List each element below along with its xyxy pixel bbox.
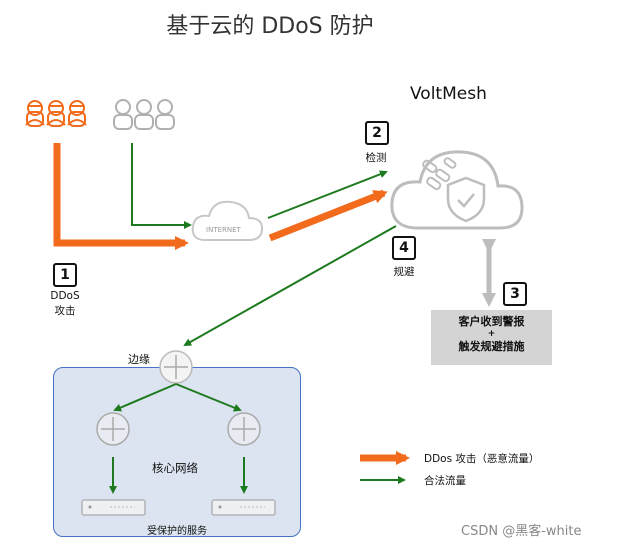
- edge-router-icon: [159, 350, 193, 384]
- edge-to-right-router: [175, 383, 242, 412]
- step-2-badge: 2: [365, 121, 389, 145]
- edge-label: 边缘: [128, 353, 150, 366]
- server-left-icon: [81, 499, 146, 516]
- alert-line-1: 客户收到警报: [458, 315, 525, 328]
- step-3-badge: 3: [503, 282, 527, 306]
- core-router-right-icon: [227, 412, 261, 446]
- step-1-badge: 1: [53, 263, 77, 287]
- watermark: CSDN @黑客-white: [461, 524, 582, 539]
- core-router-left-icon: [96, 412, 130, 446]
- legend-attack-label: DDos 攻击（恶意流量）: [424, 453, 540, 465]
- attack-path-to-internet: [53, 143, 189, 250]
- detect-arrow: [267, 170, 388, 219]
- internet-label: INTERNET: [206, 226, 241, 234]
- step-1-label-line1: DDoS: [50, 290, 80, 302]
- alert-line-3: 触发规避措施: [458, 340, 525, 353]
- voltmesh-label: VoltMesh: [410, 84, 487, 104]
- protected-services-label: 受保护的服务: [147, 526, 207, 537]
- voltmesh-cloud-icon: [390, 150, 524, 230]
- legit-path-to-internet: [131, 143, 192, 229]
- internet-cloud-icon: [191, 200, 264, 241]
- edge-to-left-router: [113, 383, 177, 412]
- alert-line-2: +: [487, 329, 496, 339]
- attacker-users-icon: [25, 100, 87, 127]
- page-title: 基于云的 DDoS 防护: [166, 14, 374, 39]
- legend-legit-label: 合法流量: [424, 475, 466, 487]
- step-2-label: 检测: [365, 152, 387, 164]
- attack-path-to-voltmesh: [268, 189, 388, 242]
- step-4-badge: 4: [392, 236, 416, 260]
- alert-box: 客户收到警报 + 触发规避措施: [431, 310, 552, 365]
- step-1-label-line2: 攻击: [54, 305, 76, 317]
- mitigation-arrow: [183, 225, 397, 346]
- core-network-label: 核心网络: [152, 461, 198, 475]
- server-right-icon: [211, 499, 276, 516]
- step-4-label: 规避: [393, 266, 415, 278]
- legit-users-icon: [113, 99, 175, 130]
